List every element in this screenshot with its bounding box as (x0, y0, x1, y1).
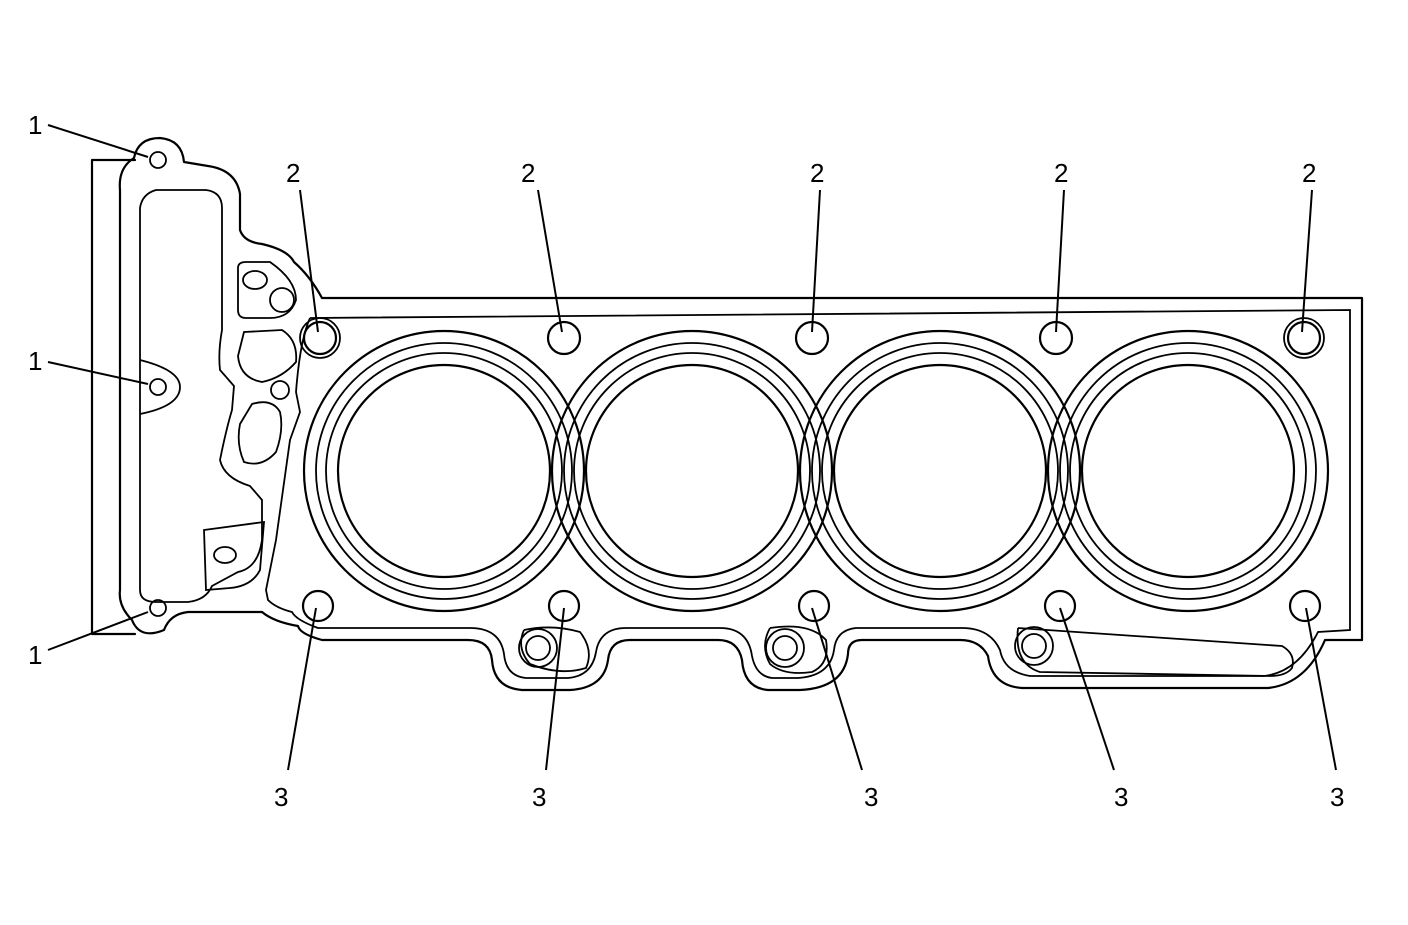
leader-3-e (1305, 607, 1337, 771)
leader-1-bottom (47, 611, 149, 651)
leader-2-c (811, 189, 821, 333)
port-bottom-oval (213, 546, 237, 564)
bolt-hole-bottom-3 (797, 589, 831, 623)
bore-1-ring-3 (325, 352, 563, 590)
callout-2-a: 2 (286, 158, 300, 188)
port-mid-left (237, 329, 298, 383)
callout-3-e: 3 (1330, 782, 1344, 812)
port-bottom-left (203, 520, 265, 591)
dowel-hole-bottom (149, 599, 167, 617)
left-ports (139, 151, 298, 617)
passage-2-ring (765, 628, 805, 668)
bolt-hole-top-5 (1283, 317, 1325, 359)
bolt-hole-top-1 (299, 317, 341, 359)
bore-3-ring-4 (832, 363, 1048, 579)
port-small-oval (242, 270, 268, 290)
passage-1 (520, 626, 590, 673)
leader-3-b (545, 607, 565, 771)
bolt-hole-bottom-1 (301, 589, 335, 623)
callout-2-e: 2 (1302, 158, 1316, 188)
callout-2-d: 2 (1054, 158, 1068, 188)
port-lower-left (237, 401, 283, 465)
bore-1-ring-1 (302, 329, 586, 613)
passage-1-ring (518, 628, 558, 668)
leader-3-a (287, 607, 317, 771)
bore-2-ring-2 (563, 342, 821, 600)
cylinder-bores (302, 329, 1330, 613)
bore-1-ring-2 (315, 342, 573, 600)
leader-1-middle (47, 361, 149, 385)
gasket-outline (90, 136, 1364, 692)
port-tiny-round (270, 380, 290, 400)
bolt-hole-bottom-4 (1043, 589, 1077, 623)
bore-2-ring-3 (573, 352, 811, 590)
passage-3-hole (1021, 633, 1047, 659)
bore-3-ring-2 (811, 342, 1069, 600)
passage-3-slot (1016, 627, 1294, 677)
bolt-hole-bottom-5 (1288, 589, 1322, 623)
cylinder-bore-2 (550, 329, 834, 613)
port-small-round (269, 287, 295, 313)
dowel-hole-middle (149, 378, 167, 396)
cylinder-bore-1 (302, 329, 586, 613)
bore-4-ring-1 (1046, 329, 1330, 613)
dowel-hole-top (149, 151, 167, 169)
dowel-boss-middle (139, 359, 181, 415)
leader-2-b (537, 189, 563, 333)
bore-2-ring-1 (550, 329, 834, 613)
cylinder-bore-4 (1046, 329, 1330, 613)
callout-3-c: 3 (864, 782, 878, 812)
bore-1-ring-4 (336, 363, 552, 579)
bolt-hole-top-2 (546, 320, 582, 356)
left-passage-frame (139, 189, 263, 603)
bottom-passages (518, 625, 1294, 677)
leader-1-top (47, 124, 149, 158)
bore-4-ring-3 (1069, 352, 1307, 590)
callout-3-d: 3 (1114, 782, 1128, 812)
callout-1-bottom: 1 (28, 640, 42, 670)
callout-labels: 1 1 1 2 2 2 2 2 3 3 3 3 3 (28, 110, 1344, 812)
callout-2-c: 2 (810, 158, 824, 188)
leader-3-c (811, 607, 863, 771)
bore-4-ring-2 (1059, 342, 1317, 600)
bore-3-ring-1 (798, 329, 1082, 613)
callout-3-a: 3 (274, 782, 288, 812)
leader-2-e (1301, 189, 1313, 333)
passage-3-ring (1014, 626, 1054, 666)
callout-1-top: 1 (28, 110, 42, 140)
callout-2-b: 2 (521, 158, 535, 188)
bolt-hole-bottom-2 (547, 589, 581, 623)
leader-3-d (1059, 607, 1115, 771)
passage-1-hole (525, 635, 551, 661)
leader-lines (47, 124, 1337, 771)
bolt-hole-top-1-ring (299, 317, 341, 359)
left-plate-edge (90, 158, 137, 636)
callout-1-middle: 1 (28, 346, 42, 376)
cylinder-bore-3 (798, 329, 1082, 613)
gasket-inner-contour (265, 309, 1351, 679)
port-upper-left (237, 261, 297, 319)
leader-2-a (299, 189, 319, 333)
gasket-outer-contour (118, 136, 1364, 692)
callout-3-b: 3 (532, 782, 546, 812)
bolt-hole-top-1-outer (302, 320, 338, 356)
passage-2-hole (772, 635, 798, 661)
bolt-hole-top-2-outer (546, 320, 582, 356)
bolt-hole-top-5-ring (1283, 317, 1325, 359)
bore-2-ring-4 (584, 363, 800, 579)
leader-2-d (1055, 189, 1065, 333)
bolt-hole-top-5-outer (1286, 320, 1322, 356)
bore-4-ring-4 (1080, 363, 1296, 579)
bore-3-ring-3 (821, 352, 1059, 590)
